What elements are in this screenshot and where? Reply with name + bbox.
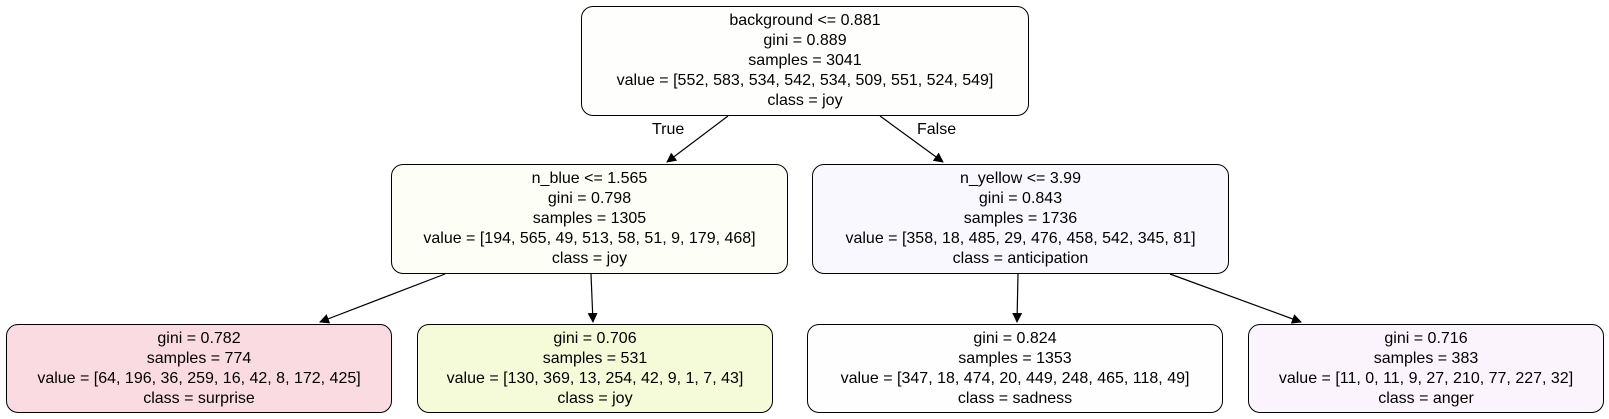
node-gini: gini = 0.824 [973, 329, 1057, 347]
node-samples: samples = 383 [1373, 349, 1479, 367]
tree-node-root: background <= 0.881 gini = 0.889 samples… [581, 6, 1029, 116]
node-class: class = joy [767, 92, 843, 109]
tree-leaf-anger: gini = 0.716 samples = 383 value = [11, … [1248, 324, 1604, 413]
node-value: value = [130, 369, 13, 254, 42, 9, 1, 7,… [446, 369, 744, 387]
edge-right-to-rr [1169, 273, 1302, 324]
node-gini: gini = 0.889 [763, 32, 847, 49]
edge-left-to-ll [319, 273, 446, 324]
edge-right-to-rl [1012, 273, 1023, 323]
node-samples: samples = 531 [542, 349, 648, 367]
edge-label-true: True [652, 121, 685, 138]
node-value: value = [347, 18, 474, 20, 449, 248, 465… [840, 369, 1190, 387]
node-value: value = [552, 583, 534, 542, 534, 509, 5… [616, 72, 994, 89]
edge-root-to-left [666, 115, 729, 163]
node-class: class = joy [551, 250, 628, 267]
node-samples: samples = 1353 [958, 349, 1072, 367]
node-value: value = [194, 565, 49, 513, 58, 51, 9, 1… [423, 230, 756, 247]
edge-left-to-lr [587, 273, 598, 323]
node-split-condition: background <= 0.881 [729, 12, 881, 29]
node-gini: gini = 0.782 [157, 329, 241, 347]
node-samples: samples = 1305 [532, 210, 647, 227]
node-class: class = joy [557, 389, 633, 407]
node-gini: gini = 0.843 [978, 190, 1063, 207]
node-class: class = anger [1378, 389, 1474, 407]
node-value: value = [11, 0, 11, 9, 27, 210, 77, 227,… [1278, 369, 1574, 387]
node-gini: gini = 0.798 [547, 190, 632, 207]
node-value: value = [358, 18, 485, 29, 476, 458, 542… [845, 230, 1196, 247]
node-samples: samples = 774 [146, 349, 252, 367]
node-samples: samples = 1736 [963, 210, 1078, 227]
tree-leaf-surprise: gini = 0.782 samples = 774 value = [64, … [6, 324, 392, 413]
tree-node-left: n_blue <= 1.565 gini = 0.798 samples = 1… [391, 164, 788, 274]
node-class: class = surprise [143, 389, 255, 407]
node-gini: gini = 0.716 [1384, 329, 1468, 347]
node-class: class = sadness [957, 389, 1073, 407]
edge-root-to-right [879, 115, 944, 163]
edge-label-false: False [917, 121, 957, 138]
node-class: class = anticipation [952, 250, 1089, 267]
node-samples: samples = 3041 [748, 52, 862, 69]
node-split-condition: n_yellow <= 3.99 [960, 170, 1081, 187]
tree-leaf-sadness: gini = 0.824 samples = 1353 value = [347… [807, 324, 1223, 413]
node-split-condition: n_blue <= 1.565 [531, 170, 648, 187]
node-gini: gini = 0.706 [553, 329, 637, 347]
tree-node-right: n_yellow <= 3.99 gini = 0.843 samples = … [812, 164, 1229, 274]
tree-leaf-joy: gini = 0.706 samples = 531 value = [130,… [417, 324, 773, 413]
node-value: value = [64, 196, 36, 259, 16, 42, 8, 17… [37, 369, 361, 387]
